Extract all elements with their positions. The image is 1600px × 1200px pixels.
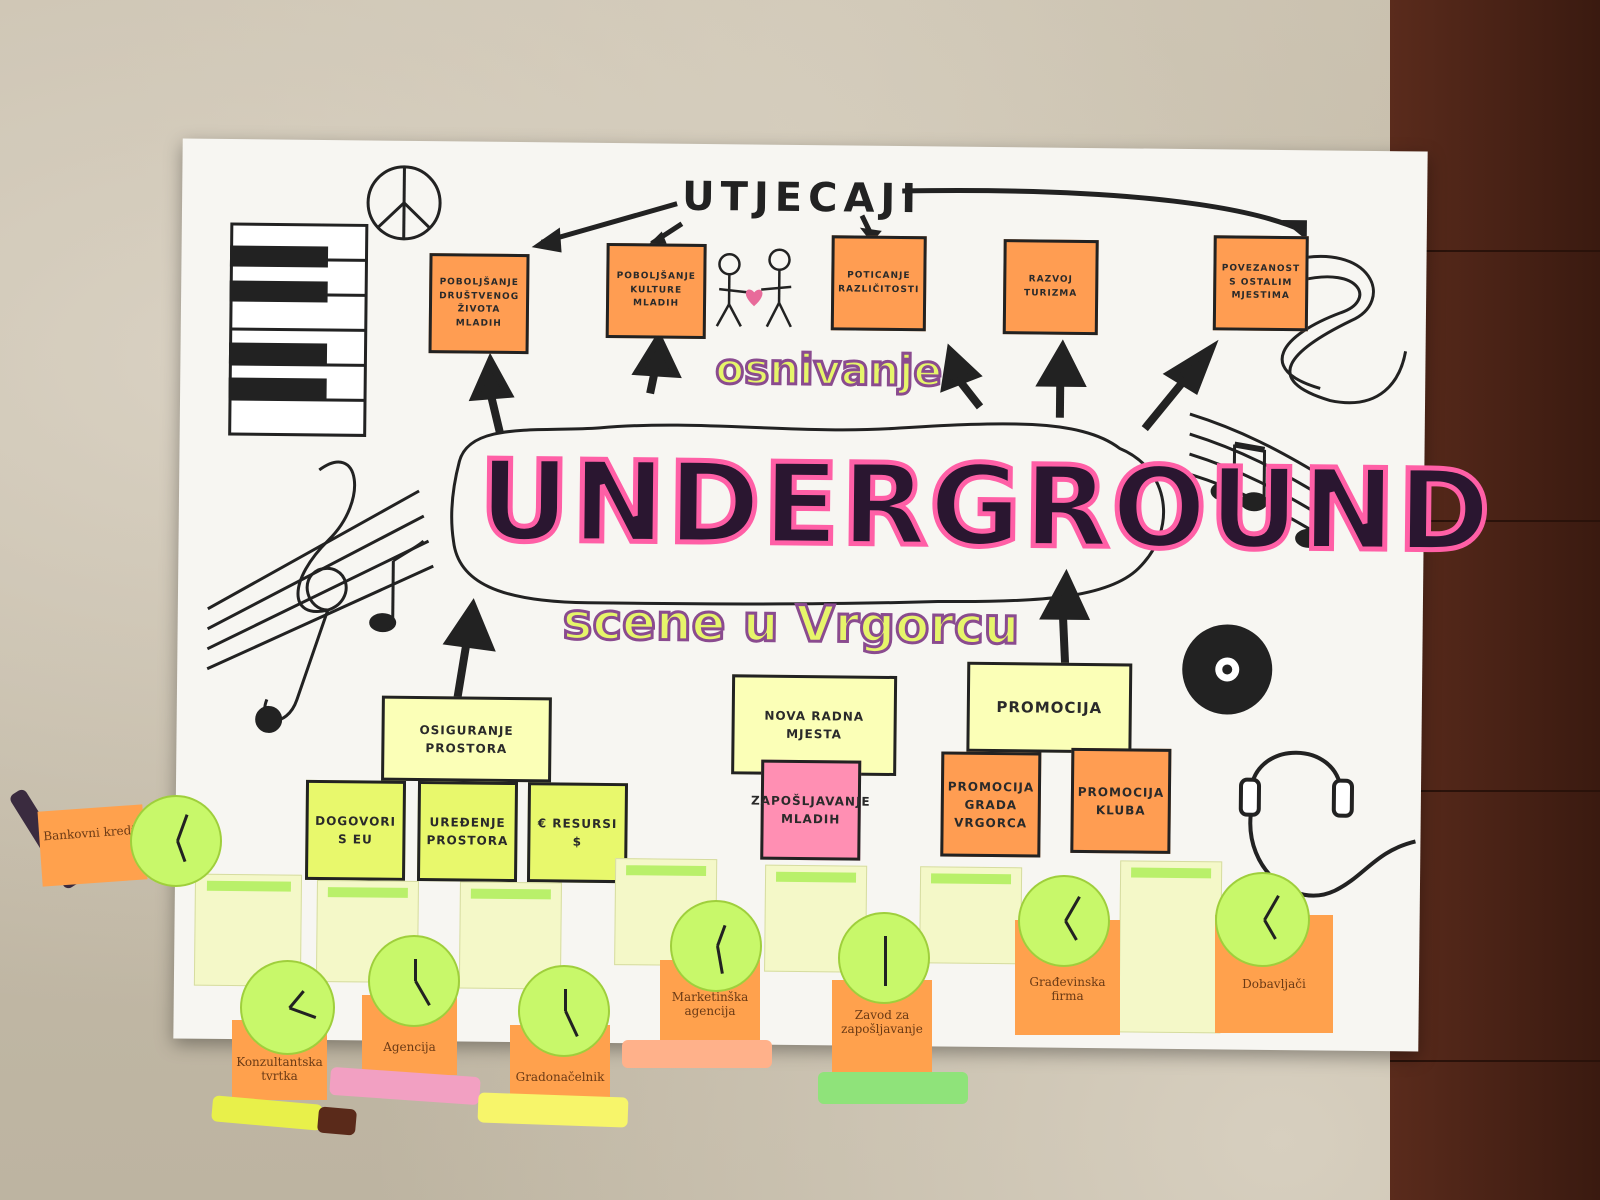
- info-sheet: [919, 866, 1023, 965]
- title-bottom: scene u Vrgorcu: [561, 591, 1021, 657]
- clock-icon: [130, 795, 222, 887]
- need-promo-box: PROMOCIJA: [966, 661, 1133, 754]
- title-cloud: [450, 422, 1166, 606]
- clock-icon: [240, 960, 335, 1055]
- impact-arrows: [442, 330, 1219, 703]
- clock-icon: [670, 900, 762, 992]
- jobs-item-note: ZAPOŠLJAVANJE MLADIH: [751, 759, 871, 861]
- stakeholder-label: Konzultantska tvrtka: [236, 1055, 323, 1083]
- green-highlighter: [818, 1072, 968, 1104]
- heading-utjecaji: UTJECAJI: [681, 173, 923, 223]
- road-icon: [1280, 254, 1408, 405]
- space-item-note: € RESURSI $: [526, 782, 629, 884]
- clock-icon: [368, 935, 460, 1027]
- stakeholder-label: Zavod za zapošljavanje: [841, 1008, 923, 1036]
- impact-note: POVEZANOST S OSTALIM MJESTIMA: [1212, 235, 1309, 332]
- stick-figures-icon: [715, 248, 792, 328]
- poster-drawings: [206, 165, 1416, 898]
- impact-note: POBOLJŠANJE KULTURE MLADIH: [605, 242, 707, 339]
- orange-highlighter: [622, 1040, 772, 1068]
- impact-note: RAZVOJ TURIZMA: [1002, 239, 1099, 336]
- promo-item-note: PROMOCIJA KLUBA: [1070, 747, 1172, 854]
- stakeholder-label: Agencija: [383, 1040, 436, 1054]
- brown-highlighter-cap: [316, 1106, 358, 1136]
- stakeholder-label: Dobavljači: [1242, 977, 1306, 991]
- music-notes-icon: [1188, 412, 1331, 548]
- impact-note: POBOLJŠANJE DRUŠTVENOG ŽIVOTA MLADIH: [428, 253, 530, 355]
- treble-clef-icon: [206, 460, 434, 733]
- headphones-icon: [1238, 750, 1416, 898]
- stakeholder-label: Marketinška agencija: [671, 990, 749, 1018]
- title-top: osnivanje: [714, 343, 944, 397]
- clock-icon: [518, 965, 610, 1057]
- space-item-note: DOGOVORI S EU: [304, 779, 407, 881]
- clock-icon: [838, 912, 930, 1004]
- need-space-box: OSIGURANJE PROSTORA: [381, 695, 552, 783]
- stakeholder-label: Građevinska firma: [1029, 975, 1106, 1003]
- peace-icon: [366, 165, 442, 241]
- yellow-highlighter: [477, 1092, 629, 1128]
- info-sheet: [1118, 860, 1223, 1034]
- impact-note: POTICANJE RAZLIČITOSTI: [830, 235, 927, 332]
- space-item-note: UREĐENJE PROSTORA: [416, 781, 519, 883]
- vinyl-record-icon: [1182, 624, 1273, 715]
- clock-icon: [1215, 872, 1310, 967]
- stakeholder-label: Bankovni kredit: [42, 822, 141, 844]
- poster-sheet: UTJECAJI osnivanje UNDERGROUND scene u V…: [173, 138, 1496, 1052]
- piano-keys-icon: [228, 222, 369, 437]
- clock-icon: [1018, 875, 1110, 967]
- promo-item-note: PROMOCIJA GRADA VRGORCA: [940, 751, 1042, 858]
- stakeholder-label: Gradonačelnik: [515, 1070, 605, 1084]
- title-main: UNDERGROUND: [476, 434, 1496, 580]
